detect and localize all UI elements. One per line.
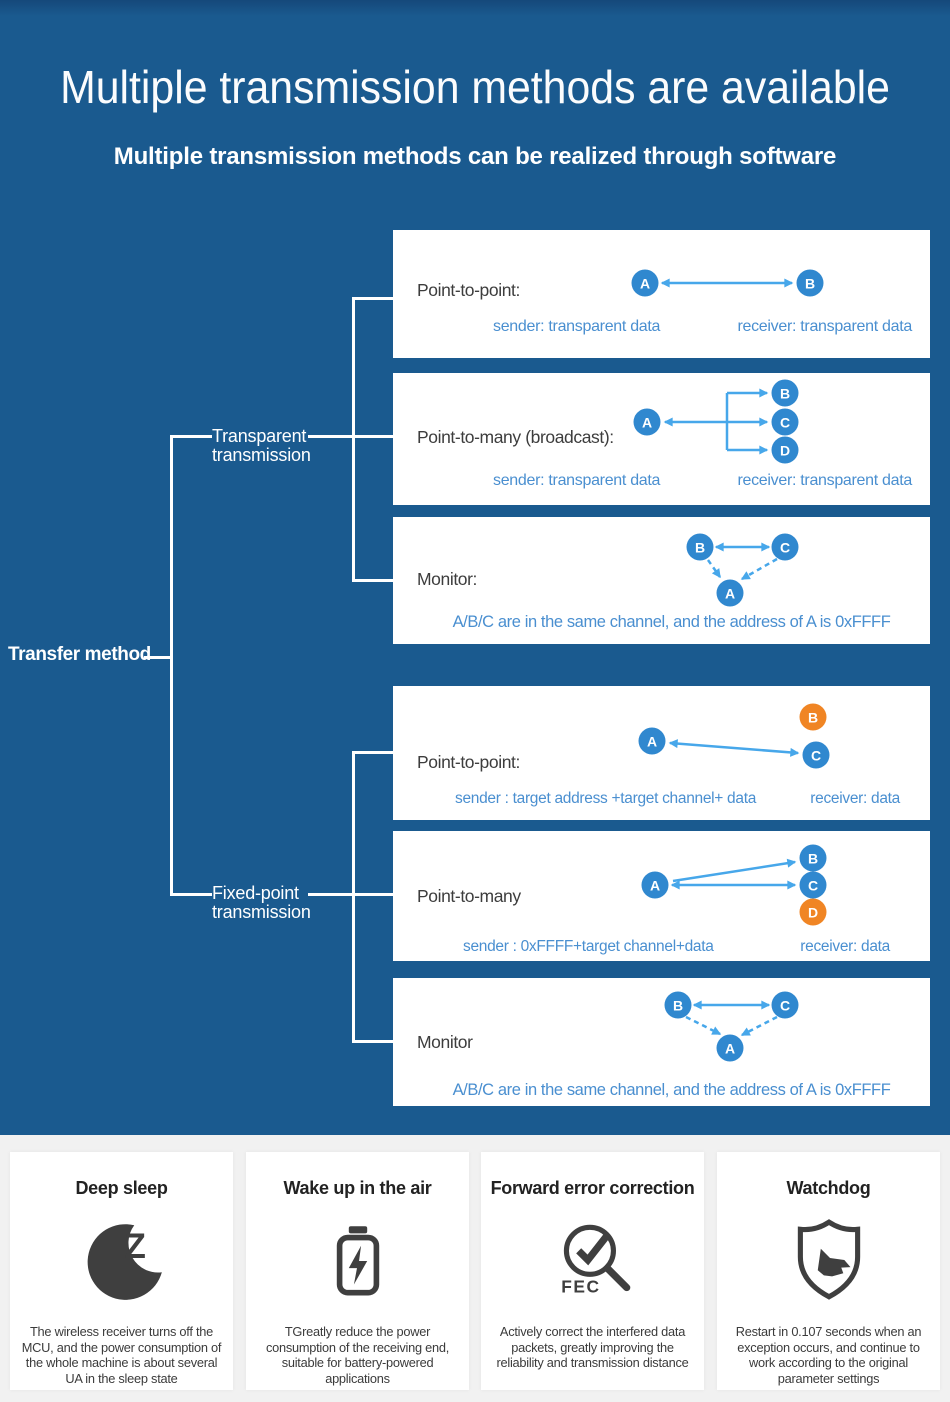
tree-line-transparent-left (170, 435, 212, 438)
sender-caption: sender : target address +target channel+… (455, 790, 757, 807)
feature-card-wake-up: Wake up in the air TGreatly reduce the p… (246, 1152, 469, 1390)
node-a: A (641, 871, 669, 899)
fec-magnifier-icon: FEC (481, 1210, 704, 1310)
fec-glyph: FEC (561, 1277, 600, 1297)
tree-root-label: Transfer method (8, 644, 151, 665)
node-b: B (686, 533, 714, 561)
node-a: A (633, 408, 661, 436)
broadcast-diagram (663, 388, 769, 455)
feature-title: Wake up in the air (283, 1178, 432, 1198)
p2m-fixed-diagram (670, 858, 797, 890)
watchdog-shield-icon (717, 1210, 940, 1310)
feature-title: Deep sleep (75, 1178, 168, 1198)
method-label: Point-to-many (417, 886, 521, 906)
node-a: A (716, 579, 744, 607)
feature-description: Actively correct the interfered data pac… (496, 1324, 689, 1371)
node-c: C (771, 408, 799, 436)
tree-line-fixed-right (308, 893, 393, 896)
monitor-fixed-diagram (685, 1000, 778, 1037)
feature-card-fec: Forward error correction FEC Actively co… (481, 1152, 704, 1390)
method-box-p2m-fixed: Point-to-many A B C D sender : 0xFFFF+ta… (393, 831, 930, 961)
node-b: B (796, 269, 824, 297)
method-box-p2p-transparent: Point-to-point: A B sender: transparent … (393, 230, 930, 358)
monitor-diagram (706, 542, 778, 581)
node-a: A (638, 727, 666, 755)
node-b: B (799, 844, 827, 872)
battery-bolt-icon (246, 1210, 469, 1310)
tree-line-main-vertical (170, 435, 173, 896)
feature-card-watchdog: Watchdog Restart in 0.107 seconds when a… (717, 1152, 940, 1390)
node-c: C (771, 991, 799, 1019)
tree-line-transparent-vertical (352, 297, 355, 582)
feature-title: Forward error correction (490, 1178, 695, 1198)
sender-caption: sender : 0xFFFF+target channel+data (463, 938, 714, 955)
method-box-monitor-fixed: Monitor B C A A/B/C are in the same chan… (393, 978, 930, 1106)
node-b: B (771, 379, 799, 407)
feature-title: Watchdog (786, 1178, 871, 1198)
sender-caption: sender: transparent data (493, 472, 661, 489)
page-title: Multiple transmission methods are availa… (60, 61, 890, 113)
method-label: Point-to-point: (417, 752, 520, 772)
tree-stub-box1 (352, 297, 393, 300)
method-box-monitor-transparent: Monitor: B C A A/B/C are in the same cha… (393, 517, 930, 644)
tree-line-fixed-left (170, 893, 212, 896)
feature-description: Restart in 0.107 seconds when an excepti… (735, 1324, 922, 1386)
feature-description: The wireless receiver turns off the MCU,… (21, 1324, 222, 1386)
channel-note: A/B/C are in the same channel, and the a… (452, 1081, 891, 1099)
features-section: Deep sleep Z The wireless receiver turns… (0, 1135, 950, 1402)
branch-fixed-label: Fixed-point transmission (212, 883, 311, 922)
tree-stub-box6 (352, 1040, 393, 1043)
method-label: Point-to-many (broadcast): (417, 427, 614, 447)
page-subtitle: Multiple transmission methods can be rea… (113, 143, 837, 170)
receiver-caption: receiver: transparent data (737, 318, 912, 335)
node-c: C (802, 741, 830, 769)
method-label: Monitor: (417, 569, 478, 589)
tree-line-transparent-right (308, 435, 393, 438)
receiver-caption: receiver: data (810, 790, 900, 807)
sleep-moon-icon: Z (10, 1210, 233, 1310)
channel-note: A/B/C are in the same channel, and the a… (452, 613, 891, 631)
node-b: B (799, 703, 827, 731)
node-d: D (799, 898, 827, 926)
tree-line-root (144, 656, 172, 659)
branch-transparent-label: Transparent transmission (212, 426, 311, 465)
node-c: C (771, 533, 799, 561)
node-c: C (799, 871, 827, 899)
tree-stub-box4 (352, 751, 393, 754)
node-a: A (716, 1034, 744, 1062)
moon-z-glyph: Z (124, 1228, 145, 1266)
node-b: B (664, 991, 692, 1019)
tree-line-fixed-vertical (352, 751, 355, 1043)
method-label: Monitor (417, 1032, 473, 1052)
receiver-caption: receiver: transparent data (737, 472, 912, 489)
feature-card-deep-sleep: Deep sleep Z The wireless receiver turns… (10, 1152, 233, 1390)
method-box-p2p-fixed: Point-to-point: A B C sender : target ad… (393, 686, 930, 820)
feature-description: TGreatly reduce the power consumption of… (265, 1324, 450, 1386)
receiver-caption: receiver: data (800, 938, 890, 955)
method-label: Point-to-point: (417, 280, 520, 300)
node-a: A (631, 269, 659, 297)
p2p-diagram (660, 278, 794, 288)
node-d: D (771, 436, 799, 464)
sender-caption: sender: transparent data (493, 318, 661, 335)
tree-stub-box3 (352, 579, 393, 582)
method-box-broadcast-transparent: Point-to-many (broadcast): A B C D sende… (393, 373, 930, 505)
p2p-fixed-diagram (668, 739, 800, 757)
